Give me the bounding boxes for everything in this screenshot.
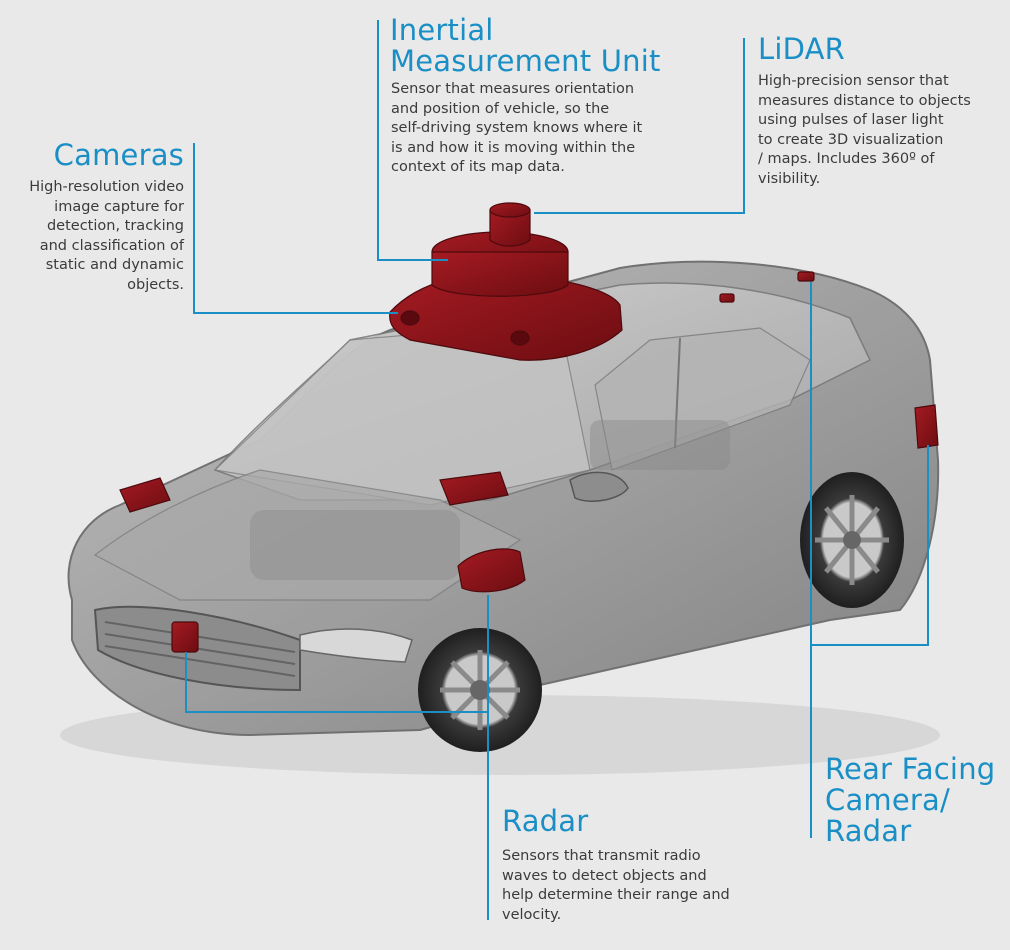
- radar-title: Radar: [502, 806, 588, 837]
- rear-title-line: Radar: [825, 814, 912, 848]
- lidar-description-line: measures distance to objects: [758, 92, 971, 109]
- cameras-leader-line: [193, 143, 398, 314]
- cameras-description-line: High-resolution video: [29, 179, 184, 195]
- sensor-parts: [119, 202, 939, 653]
- cameras-description-line: and classification of: [39, 237, 184, 254]
- lidar-title-line: LiDAR: [758, 32, 846, 66]
- radar-description-line: help determine their range and: [502, 887, 730, 903]
- radar-description-line: waves to detect objects and: [502, 867, 707, 884]
- cameras-description-line: detection, tracking: [46, 218, 184, 234]
- lidar-puck: [489, 209, 531, 247]
- imu-description-line: and position of vehicle, so the: [391, 100, 610, 117]
- cameras-description-line: image capture for: [54, 198, 184, 215]
- lidar-description-line: to create 3D visualization: [758, 131, 944, 148]
- imu-title-line: Measurement Unit: [390, 44, 661, 78]
- cameras-description-line: static and dynamic: [45, 257, 184, 273]
- lidar-description: High-precision sensor that measures dist…: [758, 72, 971, 189]
- cameras-description: High-resolution video image capture for …: [4, 178, 184, 295]
- rear-lower-leader-line: [811, 445, 929, 646]
- front-corner-radar: [457, 548, 526, 593]
- cameras-description-line: objects.: [127, 276, 184, 293]
- rear-title-line: Rear Facing: [825, 752, 996, 786]
- cameras-title: Cameras: [20, 140, 184, 171]
- imu-title: Inertial Measurement Unit: [390, 15, 661, 77]
- cameras-title-line: Cameras: [53, 138, 184, 172]
- imu-description-line: context of its map data.: [391, 159, 565, 175]
- rear-camera-radar-title: Rear Facing Camera/ Radar: [825, 754, 995, 847]
- rear-title-line: Camera/: [825, 783, 950, 817]
- lidar-leader-line: [534, 38, 745, 214]
- lidar-description-line: High-precision sensor that: [758, 73, 949, 89]
- car-illustration: [60, 260, 940, 775]
- radar-grille-leader-line: [185, 652, 488, 713]
- radar-title-line: Radar: [502, 804, 589, 838]
- imu-description-line: is and how it is moving within the: [391, 139, 636, 156]
- imu-description: Sensor that measures orientation and pos…: [391, 80, 642, 178]
- imu-title-line: Inertial: [390, 13, 494, 47]
- lidar-title: LiDAR: [758, 34, 845, 65]
- imu-leader-line: [377, 20, 448, 261]
- radar-description: Sensors that transmit radio waves to det…: [502, 847, 730, 925]
- imu-description-line: Sensor that measures orientation: [391, 81, 635, 97]
- grille-radar: [171, 621, 199, 653]
- rear-radar: [914, 404, 939, 449]
- radar-description-line: velocity.: [502, 906, 562, 923]
- imu-description-line: self-driving system knows where it: [391, 120, 643, 136]
- lidar-description-line: using pulses of laser light: [758, 112, 944, 128]
- leader-lines: [185, 20, 929, 920]
- radar-description-line: Sensors that transmit radio: [502, 848, 701, 864]
- lidar-description-line: visibility.: [758, 170, 821, 187]
- lidar-description-line: / maps. Includes 360º of: [758, 151, 935, 167]
